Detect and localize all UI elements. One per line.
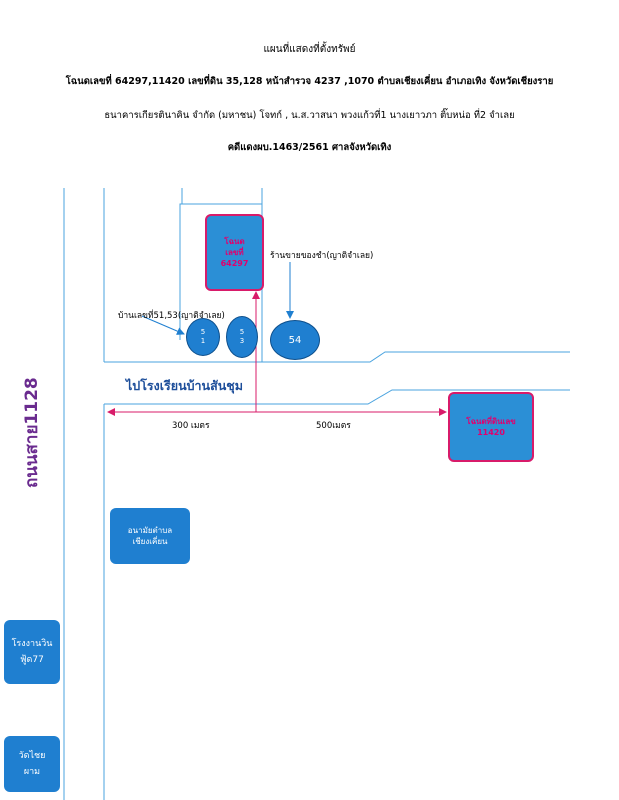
- property-box-11420: โฉนดที่ดินเลข 11420: [448, 392, 534, 462]
- map-title: แผนที่แสดงที่ตั้งทรัพย์: [263, 44, 356, 55]
- distance-300-label: 300 เมตร: [172, 421, 210, 431]
- temple-box-line: วัดไชย: [18, 751, 46, 761]
- road-1128-label: ถนนสาย1128: [22, 377, 42, 488]
- case-number: คดีแดงผบ.1463/2561 ศาลจังหวัดเทิง: [227, 142, 392, 153]
- factory-box: โรงงานวิน ฟู้ด77: [4, 620, 60, 684]
- house-label: บ้านเลขที่51,53(ญาติจำเลย): [118, 311, 225, 321]
- health-box-line: อนามัยตำบล: [127, 526, 173, 535]
- factory-box-line: ฟู้ด77: [20, 655, 44, 665]
- property-box-line: โฉนด: [224, 237, 245, 246]
- property-box2-line: 11420: [477, 428, 505, 437]
- oval-text: 3: [239, 337, 245, 345]
- soi-upper-edge: [104, 351, 570, 363]
- factory-box-line: โรงงานวิน: [11, 639, 53, 649]
- property-box2-line: โฉนดที่ดินเลข: [466, 417, 516, 426]
- property-box-64297: โฉนด เลขที่ 64297: [205, 214, 264, 291]
- property-box-line: 64297: [220, 259, 249, 268]
- house-51-oval: 5 1: [186, 318, 220, 356]
- oval-text: 5: [200, 328, 206, 336]
- oval-text: 1: [200, 337, 206, 345]
- health-box-line: เชียงเคี่ยน: [132, 537, 168, 546]
- arrow-house-51-53: [141, 315, 185, 335]
- property-box-line: เลขที่: [225, 248, 244, 257]
- oval-text: 54: [288, 334, 302, 346]
- school-direction-label: ไปโรงเรียนบ้านสันชุม: [126, 378, 244, 393]
- case-parties: ธนาคารเกียรตินาคิน จำกัด (มหาชน) โจทก์ ,…: [104, 110, 515, 121]
- temple-box: วัดไชย ผาม: [4, 736, 60, 792]
- house-53-oval: 5 3: [226, 316, 258, 358]
- temple-box-line: ผาม: [23, 767, 41, 777]
- soi-lower-edge: [104, 389, 570, 405]
- distance-500-label: 500เมตร: [316, 421, 351, 431]
- deed-info: โฉนดเลขที่ 64297,11420 เลขที่ดิน 35,128 …: [65, 76, 554, 87]
- shop-label: ร้านขายของชำ(ญาติจำเลย): [270, 251, 374, 261]
- oval-text: 5: [239, 328, 245, 336]
- shop-54-oval: 54: [270, 320, 320, 360]
- health-center-box: อนามัยตำบล เชียงเคี่ยน: [110, 508, 190, 564]
